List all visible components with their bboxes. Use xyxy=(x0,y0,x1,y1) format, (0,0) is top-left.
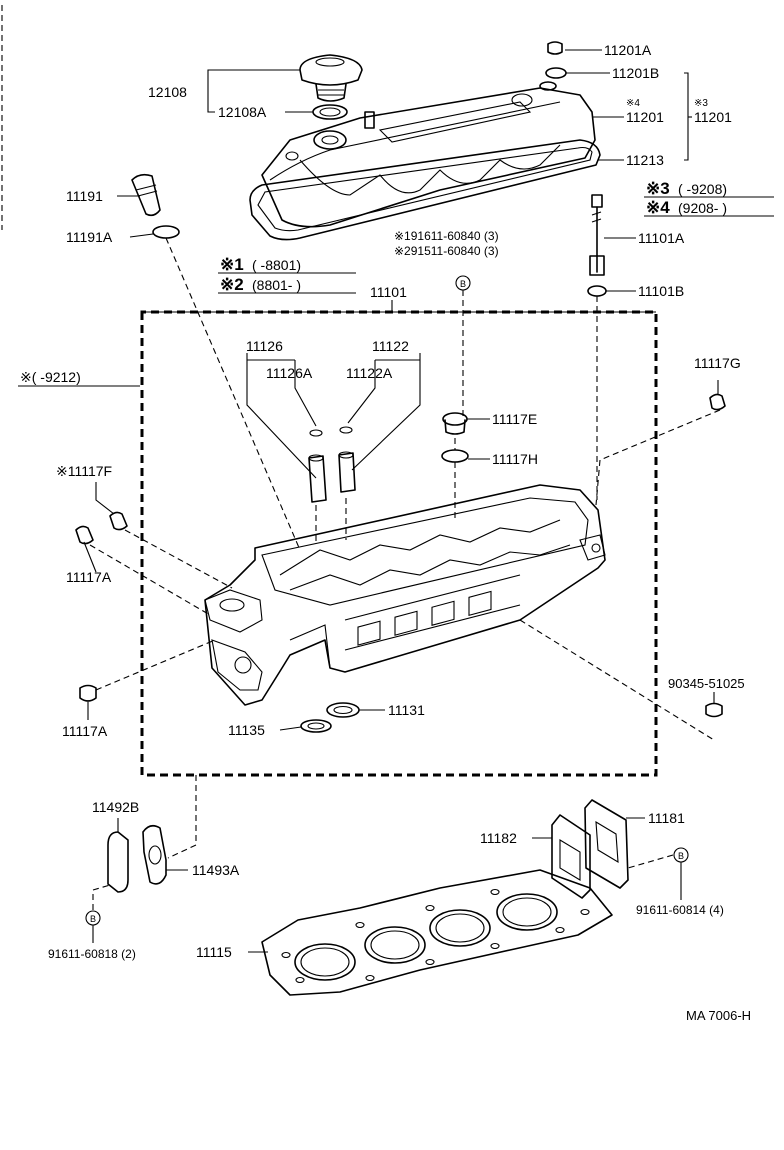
label-11201: 11201 xyxy=(626,109,664,125)
label-12108: 12108 xyxy=(148,84,187,100)
svg-text:B: B xyxy=(678,851,684,861)
tube-plug xyxy=(131,173,161,217)
filler-cap-gasket xyxy=(312,104,348,120)
label-11191: 11191 xyxy=(66,188,103,204)
label-11126: 11126 xyxy=(246,338,283,354)
label-11122: 11122 xyxy=(372,338,409,354)
label-11182: 11182 xyxy=(480,830,517,846)
label-11213: 11213 xyxy=(626,152,664,168)
label-bolt-right: 91611-60814 (4) xyxy=(636,903,724,917)
cover-gasket xyxy=(249,139,601,241)
gasket-11181 xyxy=(584,799,629,889)
gasket-11182 xyxy=(551,814,591,899)
label-11126A: 11126A xyxy=(266,365,313,381)
label-11201A: 11201A xyxy=(604,42,652,58)
cylinder-head xyxy=(204,484,606,706)
label-11101A: 11101A xyxy=(638,230,685,246)
label-11135: 11135 xyxy=(228,722,265,738)
cover-washer xyxy=(545,67,567,79)
gasket-11492B xyxy=(107,831,129,893)
plug-11117F xyxy=(109,511,128,531)
note1-range: ( -8801) xyxy=(252,257,301,273)
note3-mark: ※3 xyxy=(646,179,670,198)
label-11191A: 11191A xyxy=(66,229,113,245)
cylinder-head-box xyxy=(140,310,658,777)
snap-ring-right xyxy=(339,426,353,434)
label-bolt2: ※291511-60840 (3) xyxy=(394,244,499,258)
reference-code: MA 7006-H xyxy=(686,1008,751,1023)
label-11181: 11181 xyxy=(648,810,685,826)
label-12108A: 12108A xyxy=(218,104,267,120)
valve-guide-left xyxy=(308,454,327,503)
label-11201-second: 11201 xyxy=(694,109,732,125)
label-11117A-upper: 11117A xyxy=(66,569,112,585)
note-main: ※( -9212) xyxy=(20,369,81,385)
label-star3: ※3 xyxy=(694,98,708,109)
plug-11117E xyxy=(442,412,468,435)
bolt-mark-right: B xyxy=(673,847,689,863)
bolt-mark-top: B xyxy=(455,275,471,291)
valve-guide-right xyxy=(338,451,356,493)
bolt-mark-left: B xyxy=(85,910,101,926)
label-11117A-lower: 11117A xyxy=(62,723,108,739)
gasket-11493A xyxy=(142,824,167,885)
head-gasket xyxy=(261,869,613,996)
label-11117E: 11117E xyxy=(492,411,537,427)
label-11101B: 11101B xyxy=(638,283,684,299)
note2-range: (8801- ) xyxy=(252,277,301,293)
note4-range: (9208- ) xyxy=(678,200,727,216)
label-11493A: 11493A xyxy=(192,862,240,878)
bolt-90345 xyxy=(705,702,723,718)
note3-range: ( -9208) xyxy=(678,181,727,197)
plug-gasket-11117H xyxy=(441,449,469,463)
label-11117F: ※11117F xyxy=(56,463,112,479)
label-11115: 11115 xyxy=(196,944,232,960)
oil-filler-cap xyxy=(299,54,363,102)
svg-text:B: B xyxy=(460,279,466,289)
label-11122A: 11122A xyxy=(346,365,393,381)
label-11201B: 11201B xyxy=(612,65,659,81)
plug-gasket xyxy=(152,225,180,239)
plug-11117A-upper xyxy=(75,525,94,545)
label-11492B: 11492B xyxy=(92,799,139,815)
note1-mark: ※1 xyxy=(220,255,244,274)
snap-ring-left xyxy=(309,429,323,437)
stud-washer xyxy=(587,285,607,297)
seal-11131 xyxy=(326,702,360,718)
label-11117G: 11117G xyxy=(694,355,741,371)
cover-nut xyxy=(547,41,563,55)
installation-lines xyxy=(89,237,721,910)
cylinder-head-cover xyxy=(261,81,596,228)
label-bolt1: ※191611-60840 (3) xyxy=(394,229,499,243)
stud-bolt xyxy=(589,194,605,276)
note4-mark: ※4 xyxy=(646,198,670,217)
plug-11117G xyxy=(709,393,726,411)
note2-mark: ※2 xyxy=(220,275,244,294)
label-11101: 11101 xyxy=(370,284,407,300)
seal-11135 xyxy=(300,719,332,733)
label-bolt-left: 91611-60818 (2) xyxy=(48,947,136,961)
label-star4: ※4 xyxy=(626,98,640,109)
label-11117H: 11117H xyxy=(492,451,538,467)
leader-lines xyxy=(18,49,774,953)
label-11131: 11131 xyxy=(388,702,425,718)
plug-11117A-lower xyxy=(79,684,97,702)
part-labels: 12108 12108A 11201A 11201B ※4 11201 ※3 1… xyxy=(20,42,751,1023)
label-90345: 90345-51025 xyxy=(668,676,745,691)
svg-text:B: B xyxy=(90,914,96,924)
